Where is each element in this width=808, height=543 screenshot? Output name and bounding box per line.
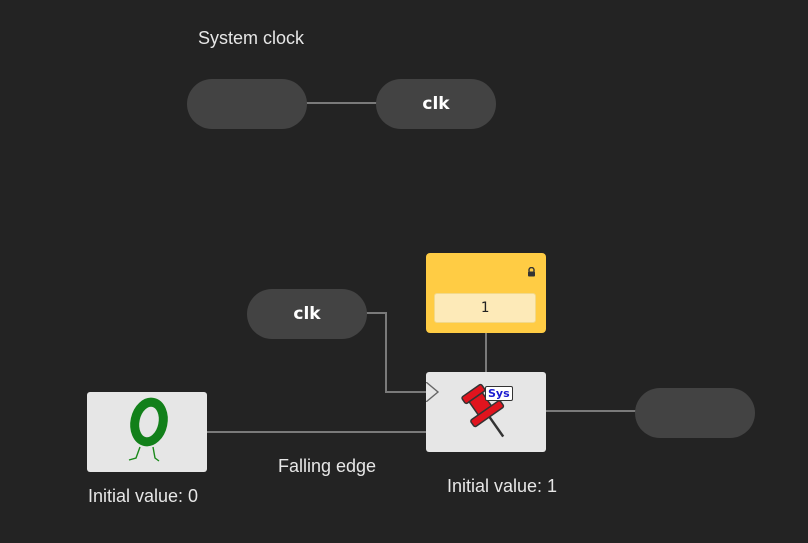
pushpin-icon — [461, 383, 505, 438]
initial-value-left-label: Initial value: 0 — [88, 486, 199, 506]
system-clock-label: System clock — [198, 28, 305, 48]
sys-badge: Sys — [485, 386, 513, 401]
clk-input-pill[interactable]: clk — [247, 289, 367, 339]
initial-value-right-label: Initial value: 1 — [447, 476, 558, 496]
walking-zero-icon: 0 — [128, 397, 168, 462]
zero-glyph-text: 0 — [147, 427, 148, 429]
flipflop-block[interactable]: Sys — [426, 372, 546, 452]
lock-icon — [528, 267, 535, 277]
wire-clk-to-flipflop — [366, 312, 426, 393]
clk-output-pill[interactable]: clk — [376, 79, 496, 129]
zero-constant-block[interactable]: 0 — [87, 392, 207, 472]
empty-top-pill[interactable] — [187, 79, 307, 129]
triangle-clock-input-icon — [426, 382, 440, 402]
constant-block[interactable]: 1 — [426, 253, 546, 333]
output-pill[interactable] — [635, 388, 755, 438]
falling-edge-label: Falling edge — [278, 456, 377, 476]
constant-value-field[interactable]: 1 — [434, 293, 536, 323]
